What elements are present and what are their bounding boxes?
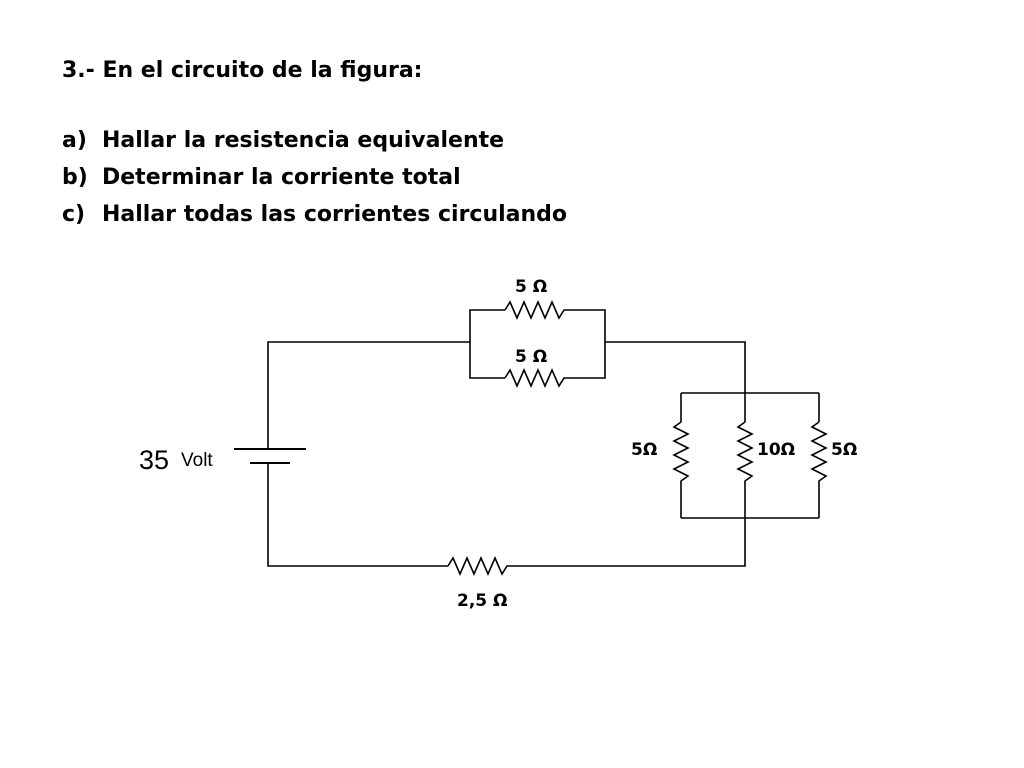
resistor-top-lower: [504, 368, 568, 388]
battery-gap: [262, 449, 274, 463]
resistor-bottom: [447, 556, 510, 576]
wire-left-top: [267, 341, 470, 462]
list-item: b) Determinar la corriente total: [62, 159, 567, 196]
label-bottom: 2,5 Ω: [457, 591, 508, 611]
label-right-left: 5Ω: [631, 440, 657, 460]
source-value: 35: [139, 445, 169, 475]
resistor-right-right: [810, 421, 828, 484]
item-text: Hallar todas las corrientes circulando: [102, 202, 568, 227]
label-top-lower: 5 Ω: [515, 347, 547, 367]
label-right-right: 5Ω: [831, 440, 857, 460]
resistor-right-left: [672, 421, 690, 484]
label-right-middle: 10Ω: [757, 440, 795, 460]
item-text: Determinar la corriente total: [102, 165, 461, 190]
wire-bottom-right: [510, 518, 746, 567]
item-marker: b): [62, 165, 88, 190]
wire-top-pair-upper: [469, 309, 505, 342]
list-item: c) Hallar todas las corrientes circuland…: [62, 196, 567, 233]
label-top-upper: 5 Ω: [515, 277, 547, 297]
list-item: a) Hallar la resistencia equivalente: [62, 122, 567, 159]
item-marker: c): [62, 202, 86, 227]
wire-top-right: [605, 341, 746, 393]
wire-top-pair-lower: [469, 342, 505, 379]
item-text: Hallar la resistencia equivalente: [102, 128, 505, 153]
problem-statement: 3.- En el circuito de la figura: a) Hall…: [62, 52, 567, 233]
wire-left-bottom: [267, 462, 448, 567]
wire-top-pair-upper-right: [568, 309, 606, 379]
resistor-top-upper: [504, 300, 568, 320]
item-marker: a): [62, 128, 87, 153]
resistor-right-middle: [736, 421, 754, 484]
problem-title: 3.- En el circuito de la figura:: [62, 58, 423, 83]
source-unit: Volt: [181, 450, 213, 471]
